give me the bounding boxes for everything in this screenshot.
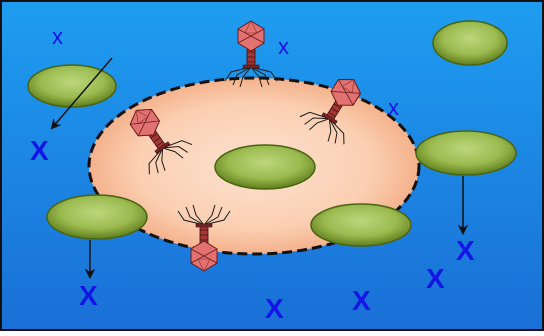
bacterium xyxy=(28,65,116,107)
marker-small: x xyxy=(278,34,289,59)
marker-large: X xyxy=(79,280,98,311)
bacterium xyxy=(215,145,315,189)
bacterium xyxy=(311,204,411,246)
marker-large: X xyxy=(265,293,284,324)
marker-large: X xyxy=(30,135,49,166)
marker-small: x xyxy=(52,24,63,49)
marker-large: X xyxy=(456,235,475,266)
bacterium xyxy=(416,131,516,175)
bacterium xyxy=(47,195,147,239)
marker-large: X xyxy=(352,285,371,316)
bacterium xyxy=(433,21,507,65)
marker-small: x xyxy=(388,95,399,120)
marker-large: X xyxy=(426,263,445,294)
